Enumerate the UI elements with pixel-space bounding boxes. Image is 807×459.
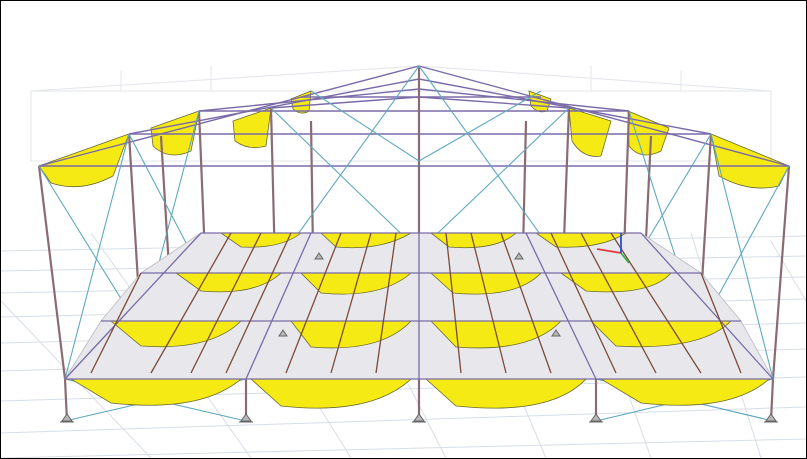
floor-joists: [90, 232, 742, 374]
floor-beams: [64, 232, 774, 380]
floor-moment-diagrams: [69, 232, 771, 409]
roof-frame: [38, 65, 790, 167]
roof-moment-diagrams: [38, 90, 790, 189]
axis-triad-icon: [596, 233, 630, 264]
pin-support-icon: [60, 252, 778, 423]
